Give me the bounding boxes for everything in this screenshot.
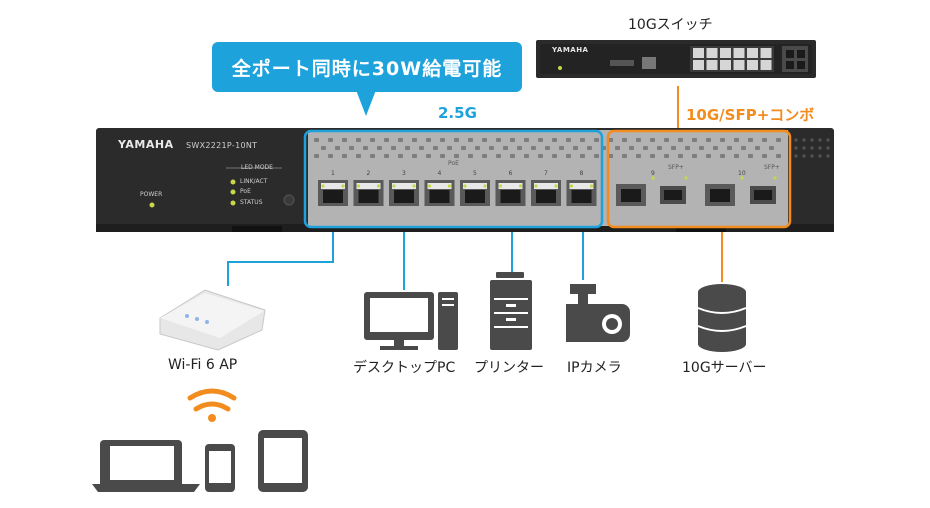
rj45-port [566, 180, 597, 206]
wifi-signal-icon [187, 388, 237, 422]
uplink-number-9: 9 [651, 170, 655, 177]
led-mode-title: LED MODE [241, 164, 273, 171]
uplink-number-10: 10 [738, 170, 746, 177]
port-number: 4 [437, 170, 442, 177]
status-led [230, 200, 236, 206]
rj45-port [531, 180, 561, 206]
sfp-label: SFP+ [764, 164, 780, 171]
power-label: POWER [140, 191, 163, 198]
port-number: 1 [331, 170, 335, 177]
port-number: 8 [579, 170, 584, 177]
port-number: 3 [402, 170, 406, 177]
power-led [149, 202, 155, 208]
poe-callout-text: 全ポート同時に30W給電可能 [231, 57, 503, 80]
server-icon [697, 284, 747, 352]
led-mode-poe: PoE [240, 188, 251, 195]
poe-ports-frame [303, 129, 604, 229]
led-mode-status: STATUS [240, 199, 263, 206]
port-number: 5 [473, 170, 477, 177]
link-act-led [230, 179, 236, 185]
port-number: 6 [508, 170, 513, 177]
callout-tail [356, 90, 376, 116]
rj45-port [460, 180, 490, 206]
port-number: 7 [544, 170, 548, 177]
desktop-pc-icon [364, 292, 458, 350]
rj45-port [389, 180, 419, 206]
top-switch-brand: YAMAHA [552, 46, 589, 54]
smartphone-icon [205, 444, 235, 492]
ap-label: Wi-Fi 6 AP [168, 357, 238, 373]
printer-icon [490, 272, 532, 350]
poe-ports-header: 2.5G [438, 104, 477, 122]
port-number: 2 [366, 170, 371, 177]
mode-button [283, 194, 295, 206]
tablet-icon [258, 430, 308, 492]
ap-line [227, 208, 334, 286]
main-switch [96, 128, 834, 232]
ip-camera-icon [566, 284, 630, 342]
sfp-label-2: SFP+ [668, 164, 684, 171]
uplink-ports [616, 176, 777, 206]
poe-group-label: PoE [448, 160, 459, 167]
laptop-icon [92, 440, 200, 492]
poe-callout: 全ポート同時に30W給電可能 [212, 42, 522, 92]
main-switch-model: SWX2221P-10NT [186, 141, 258, 150]
uplink-ports-frame [606, 129, 792, 229]
rj45-port [424, 180, 455, 206]
rj45-port [495, 180, 526, 206]
led-mode-link-act: LINK/ACT [240, 178, 268, 185]
rj45-port [318, 180, 348, 206]
top-switch-label: 10Gスイッチ [628, 17, 713, 33]
desktop-label: デスクトップPC [353, 360, 456, 376]
uplink-ports-header: 10G/SFP+コンボ [686, 106, 815, 124]
poe-led [230, 189, 236, 195]
main-switch-brand: YAMAHA [118, 138, 174, 151]
printer-label: プリンター [474, 360, 544, 376]
rj45-port [353, 180, 384, 206]
server-label: 10Gサーバー [682, 360, 767, 376]
wifi-ap-icon [159, 289, 266, 351]
camera-label: IPカメラ [567, 360, 622, 376]
top-10g-switch [536, 40, 816, 78]
